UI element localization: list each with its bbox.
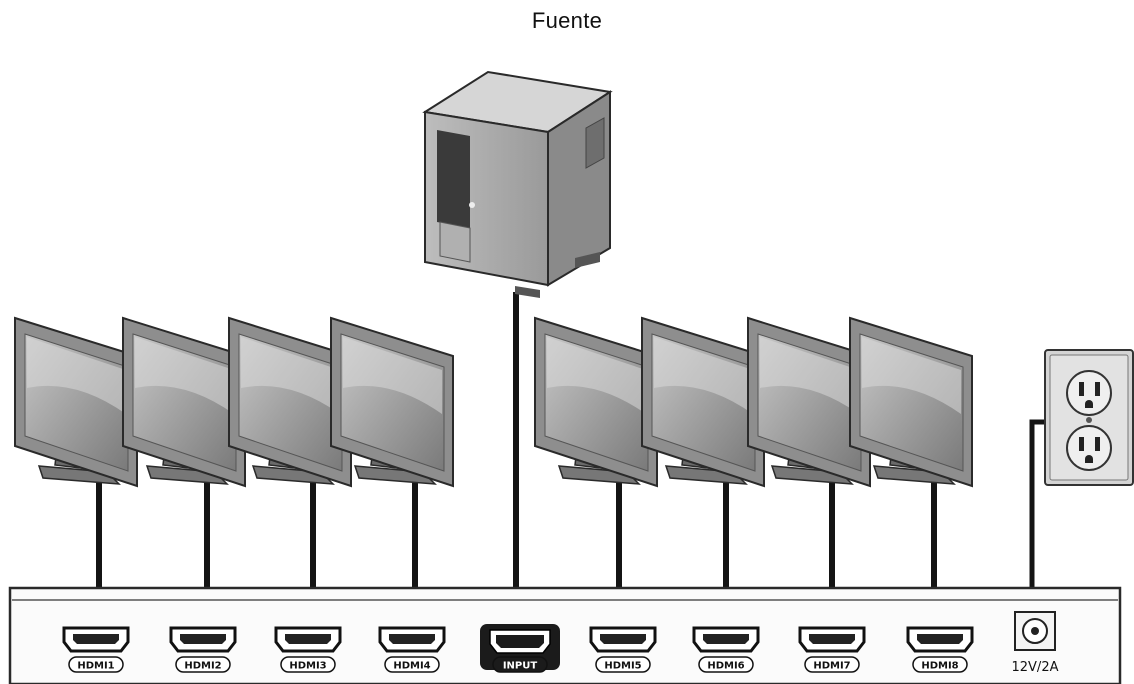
monitor-icon xyxy=(330,316,454,488)
wall-outlet-icon xyxy=(1044,349,1134,486)
source-computer-icon xyxy=(422,70,613,298)
port-label: HDMI6 xyxy=(698,656,754,673)
power-jack-icon xyxy=(1014,611,1056,651)
monitor-icon xyxy=(747,316,871,488)
svg-text:HDMI7: HDMI7 xyxy=(813,661,850,672)
port-label: HDMI2 xyxy=(175,656,231,673)
port-label: INPUT xyxy=(492,656,548,673)
hdmi-port-icon xyxy=(692,626,760,653)
svg-text:HDMI2: HDMI2 xyxy=(184,661,221,672)
port-label: HDMI3 xyxy=(280,656,336,673)
svg-text:HDMI5: HDMI5 xyxy=(604,661,641,672)
port-row: HDMI1 HDMI2 HDMI3 HDMI4 INPUT HDMI5 HDMI6 HDMI7… xyxy=(62,624,974,673)
monitor-icon xyxy=(14,316,138,488)
svg-text:HDMI3: HDMI3 xyxy=(289,661,326,672)
monitor-icon xyxy=(534,316,658,488)
power-cable xyxy=(1029,419,1046,588)
port-label: HDMI4 xyxy=(384,656,440,673)
hdmi-port-icon xyxy=(169,626,237,653)
svg-text:HDMI6: HDMI6 xyxy=(707,661,744,672)
svg-text:HDMI4: HDMI4 xyxy=(393,661,430,672)
monitor-icon xyxy=(641,316,765,488)
hdmi-port-icon xyxy=(798,626,866,653)
port-label: HDMI5 xyxy=(595,656,651,673)
hdmi-port-icon xyxy=(274,626,342,653)
monitor-icon xyxy=(122,316,246,488)
monitors xyxy=(14,316,973,488)
cables xyxy=(96,292,1046,588)
port-label: HDMI7 xyxy=(804,656,860,673)
svg-text:HDMI8: HDMI8 xyxy=(921,661,958,672)
port-label: HDMI8 xyxy=(912,656,968,673)
source-title: Fuente xyxy=(531,8,603,33)
hdmi-port-icon xyxy=(378,626,446,653)
hdmi-port-icon xyxy=(906,626,974,653)
port-label: HDMI1 xyxy=(68,656,124,673)
svg-text:HDMI1: HDMI1 xyxy=(77,661,114,672)
power-label: 12V/2A xyxy=(1012,660,1059,675)
hdmi-port-icon xyxy=(62,626,130,653)
monitor-icon xyxy=(849,316,973,488)
svg-text:INPUT: INPUT xyxy=(503,661,538,672)
hdmi-port-icon xyxy=(589,626,657,653)
monitor-icon xyxy=(228,316,352,488)
